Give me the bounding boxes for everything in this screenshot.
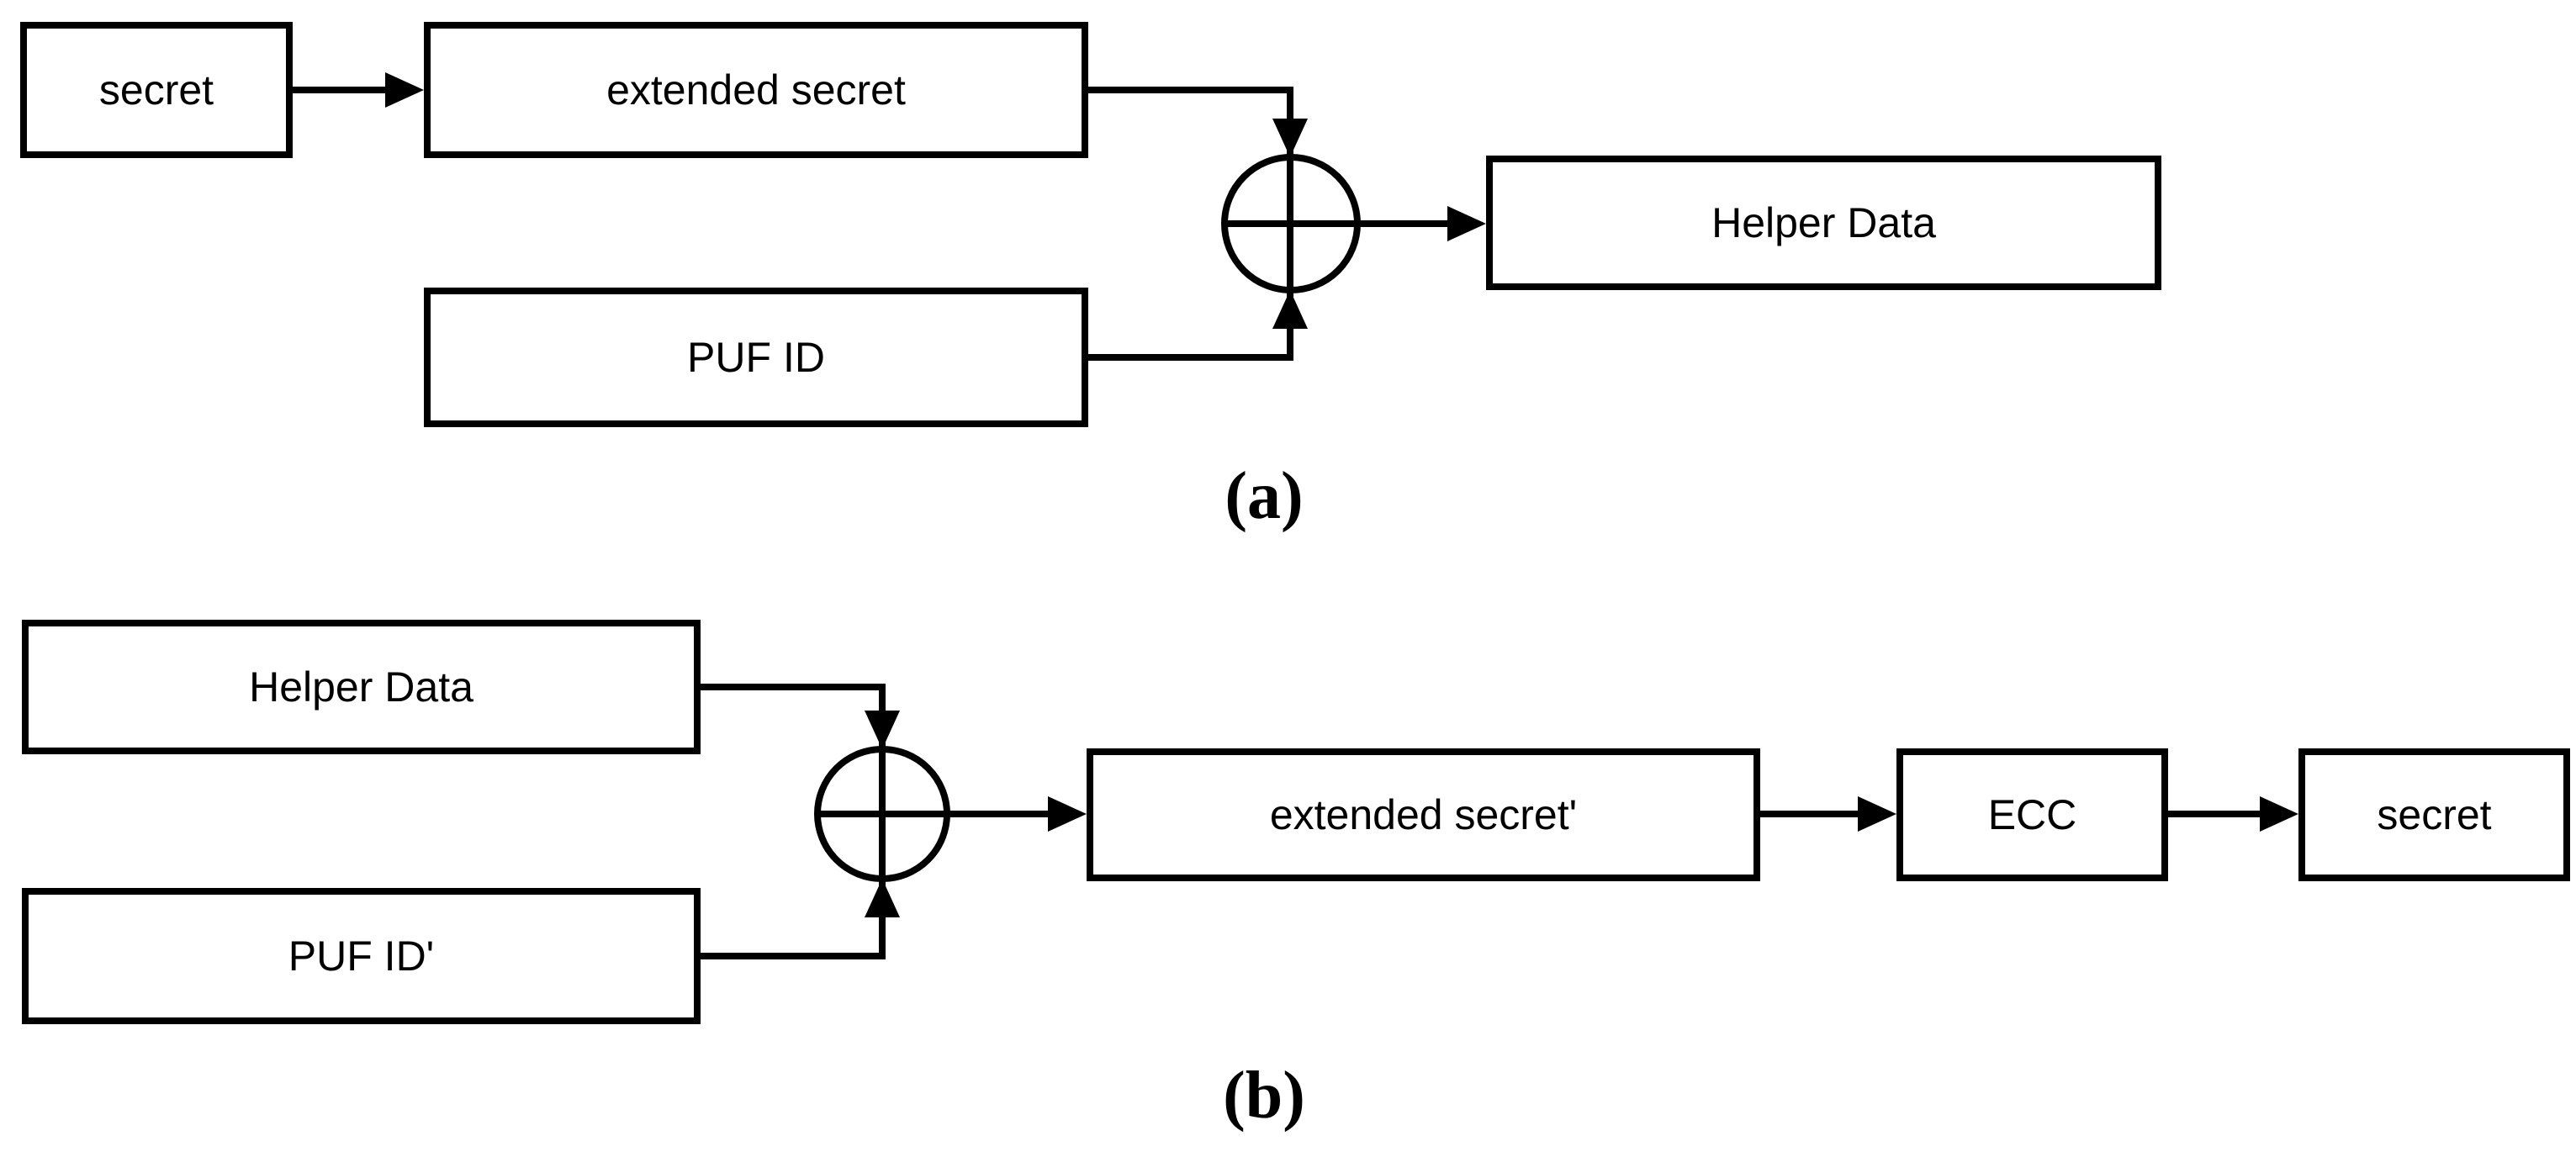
node-extended-secret: extended secret bbox=[424, 22, 1088, 158]
connector-helper-data-and-puf-id-prime-to-xor bbox=[701, 684, 886, 959]
node-puf-id-prime: PUF ID' bbox=[22, 888, 701, 1024]
node-extended-secret-prime-label: extended secret' bbox=[1269, 790, 1578, 838]
caption-a: (a) bbox=[1225, 459, 1304, 533]
caption-b: (b) bbox=[1223, 1059, 1305, 1133]
node-puf-id: PUF ID bbox=[424, 288, 1088, 427]
arrowhead-down-icon bbox=[1272, 119, 1308, 157]
node-helper-data-b-label: Helper Data bbox=[249, 663, 473, 711]
node-helper-data-a: Helper Data bbox=[1486, 156, 2161, 290]
node-helper-data-a-label: Helper Data bbox=[1711, 198, 1936, 246]
node-secret-b: secret bbox=[2298, 748, 2570, 881]
node-ecc: ECC bbox=[1896, 748, 2168, 881]
arrowhead-right-icon bbox=[385, 72, 424, 108]
arrowhead-right-icon bbox=[1447, 206, 1486, 241]
arrowhead-right-icon bbox=[1048, 796, 1087, 832]
arrowhead-up-icon bbox=[1272, 290, 1308, 329]
arrowhead-up-icon bbox=[865, 879, 900, 917]
arrowhead-right-icon bbox=[2260, 796, 2298, 832]
node-secret-b-label: secret bbox=[2377, 790, 2492, 838]
node-extended-secret-prime: extended secret' bbox=[1087, 748, 1760, 881]
node-helper-data-b: Helper Data bbox=[22, 620, 701, 754]
node-extended-secret-label: extended secret bbox=[606, 66, 906, 114]
node-puf-id-label: PUF ID bbox=[687, 333, 825, 381]
arrowhead-down-icon bbox=[865, 711, 900, 749]
arrowhead-right-icon bbox=[1858, 796, 1896, 832]
node-secret-a-label: secret bbox=[98, 66, 214, 114]
node-ecc-label: ECC bbox=[1987, 790, 2077, 838]
node-puf-id-prime-label: PUF ID' bbox=[288, 932, 435, 980]
node-secret-a: secret bbox=[20, 22, 293, 158]
